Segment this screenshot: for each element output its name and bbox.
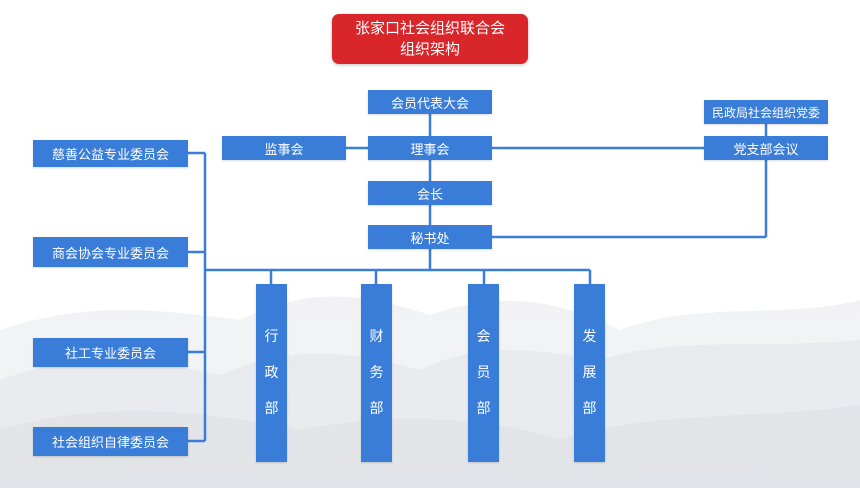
dept-development[interactable]: 发 展 部 xyxy=(574,284,605,462)
dept-char: 发 xyxy=(582,329,597,345)
dept-char: 会 xyxy=(476,329,491,345)
node-member-congress[interactable]: 会员代表大会 xyxy=(368,90,492,114)
dept-char: 财 xyxy=(369,329,384,345)
committee-charity[interactable]: 慈善公益专业委员会 xyxy=(33,140,188,167)
dept-char: 行 xyxy=(264,329,279,345)
dept-char: 务 xyxy=(369,365,384,381)
node-supervisory[interactable]: 监事会 xyxy=(222,136,346,160)
node-secretariat[interactable]: 秘书处 xyxy=(368,225,492,249)
dept-char: 展 xyxy=(582,365,597,381)
dept-administration[interactable]: 行 政 部 xyxy=(256,284,287,462)
dept-char: 部 xyxy=(264,401,279,417)
committee-chamber-association[interactable]: 商会协会专业委员会 xyxy=(33,237,188,267)
dept-finance[interactable]: 财 务 部 xyxy=(361,284,392,462)
committee-social-work[interactable]: 社工专业委员会 xyxy=(33,338,188,367)
dept-char: 员 xyxy=(476,365,491,381)
committee-self-discipline[interactable]: 社会组织自律委员会 xyxy=(33,427,188,456)
node-civil-party-committee[interactable]: 民政局社会组织党委 xyxy=(704,100,828,124)
dept-char: 部 xyxy=(369,401,384,417)
title-line-2: 组织架构 xyxy=(399,40,460,58)
node-party-branch[interactable]: 党支部会议 xyxy=(704,136,828,160)
dept-char: 部 xyxy=(476,401,491,417)
dept-char: 政 xyxy=(264,365,279,381)
node-president[interactable]: 会长 xyxy=(368,181,492,205)
chart-title: 张家口社会组织联合会 组织架构 xyxy=(332,14,528,64)
title-line-1: 张家口社会组织联合会 xyxy=(354,19,505,37)
node-council[interactable]: 理事会 xyxy=(368,136,492,160)
dept-membership[interactable]: 会 员 部 xyxy=(468,284,499,462)
dept-char: 部 xyxy=(582,401,597,417)
